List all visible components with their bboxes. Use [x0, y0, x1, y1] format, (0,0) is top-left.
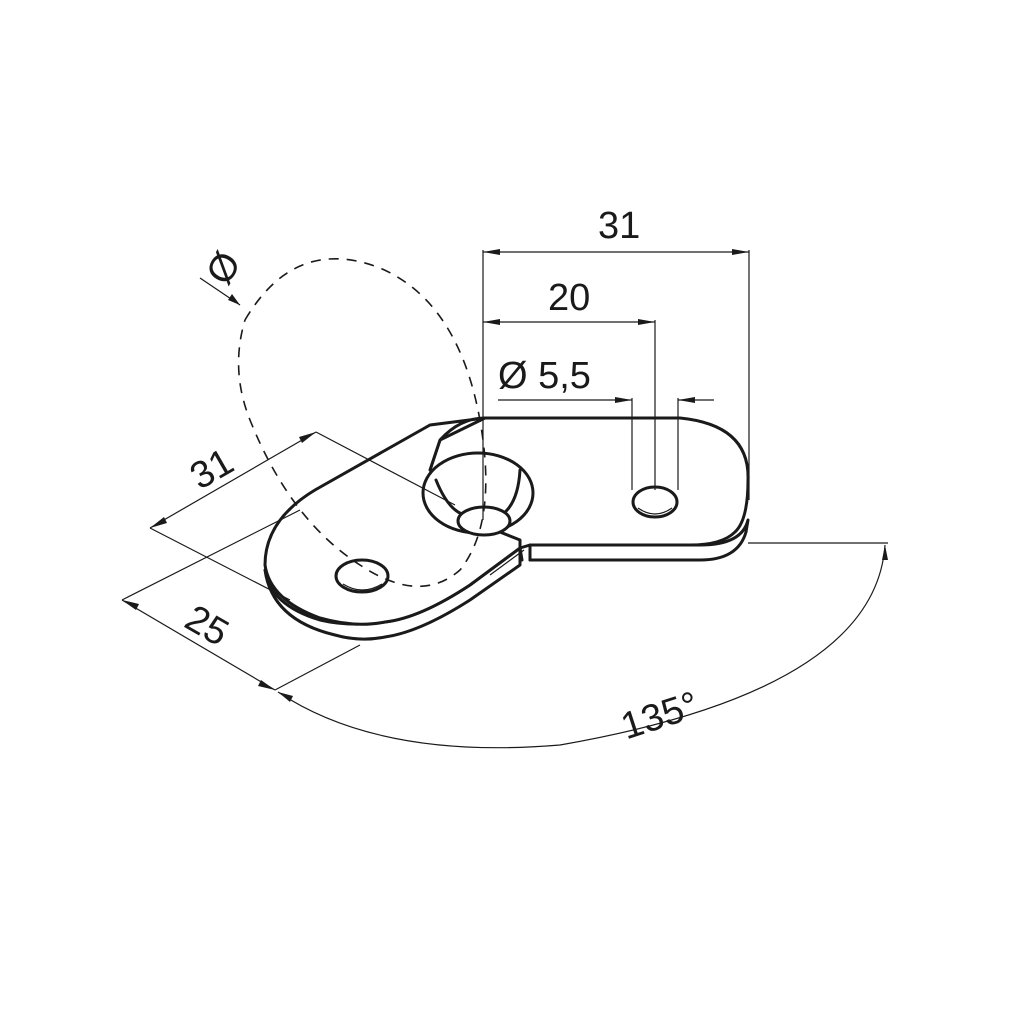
right-mounting-hole — [631, 485, 679, 519]
tube-outline — [237, 257, 487, 588]
tube-diameter-label: Ø — [199, 245, 250, 292]
angle-arrow-right — [882, 545, 888, 560]
left-mounting-hole-inner — [342, 583, 383, 591]
fold-line — [489, 549, 525, 576]
fold-edge — [518, 543, 532, 562]
angle-arrow-left — [278, 692, 293, 702]
dim-20-arrow-right — [638, 319, 655, 325]
dim-hole-arrow-right — [678, 397, 695, 403]
dim-31-side-ext-1 — [315, 431, 456, 506]
dim-31-side-ext-2 — [149, 527, 291, 601]
dim-31-side-label: 31 — [183, 441, 241, 499]
angle-arc — [277, 544, 886, 749]
dim-hole-label: Ø 5,5 — [498, 355, 591, 397]
dim-25-label: 25 — [178, 597, 236, 655]
tube-diameter-arrow — [228, 294, 240, 305]
dim-hole-arrow-left — [615, 397, 632, 403]
dim-31-side-line — [149, 431, 317, 529]
dim-31-top-arrow-left — [483, 249, 500, 255]
dim-31-side-arrow-top — [299, 432, 316, 443]
dim-20-arrow-left — [483, 319, 500, 325]
dim-25-ext-1 — [121, 509, 301, 601]
dim-25-arrow-bottom — [258, 680, 275, 690]
dim-25-arrow-top — [122, 600, 139, 610]
left-mounting-hole — [334, 558, 390, 594]
angle-label: 135° — [616, 684, 704, 748]
dim-20-label: 20 — [548, 277, 590, 319]
dim-25-line — [121, 599, 276, 691]
dim-31-top-label: 31 — [598, 205, 640, 247]
dim-31-top-arrow-right — [732, 249, 749, 255]
dim-25-ext-2 — [274, 644, 361, 691]
right-mounting-hole-inner — [637, 507, 673, 515]
right-plate-thickness — [528, 518, 750, 562]
dim-31-side-arrow-bottom — [150, 517, 167, 528]
